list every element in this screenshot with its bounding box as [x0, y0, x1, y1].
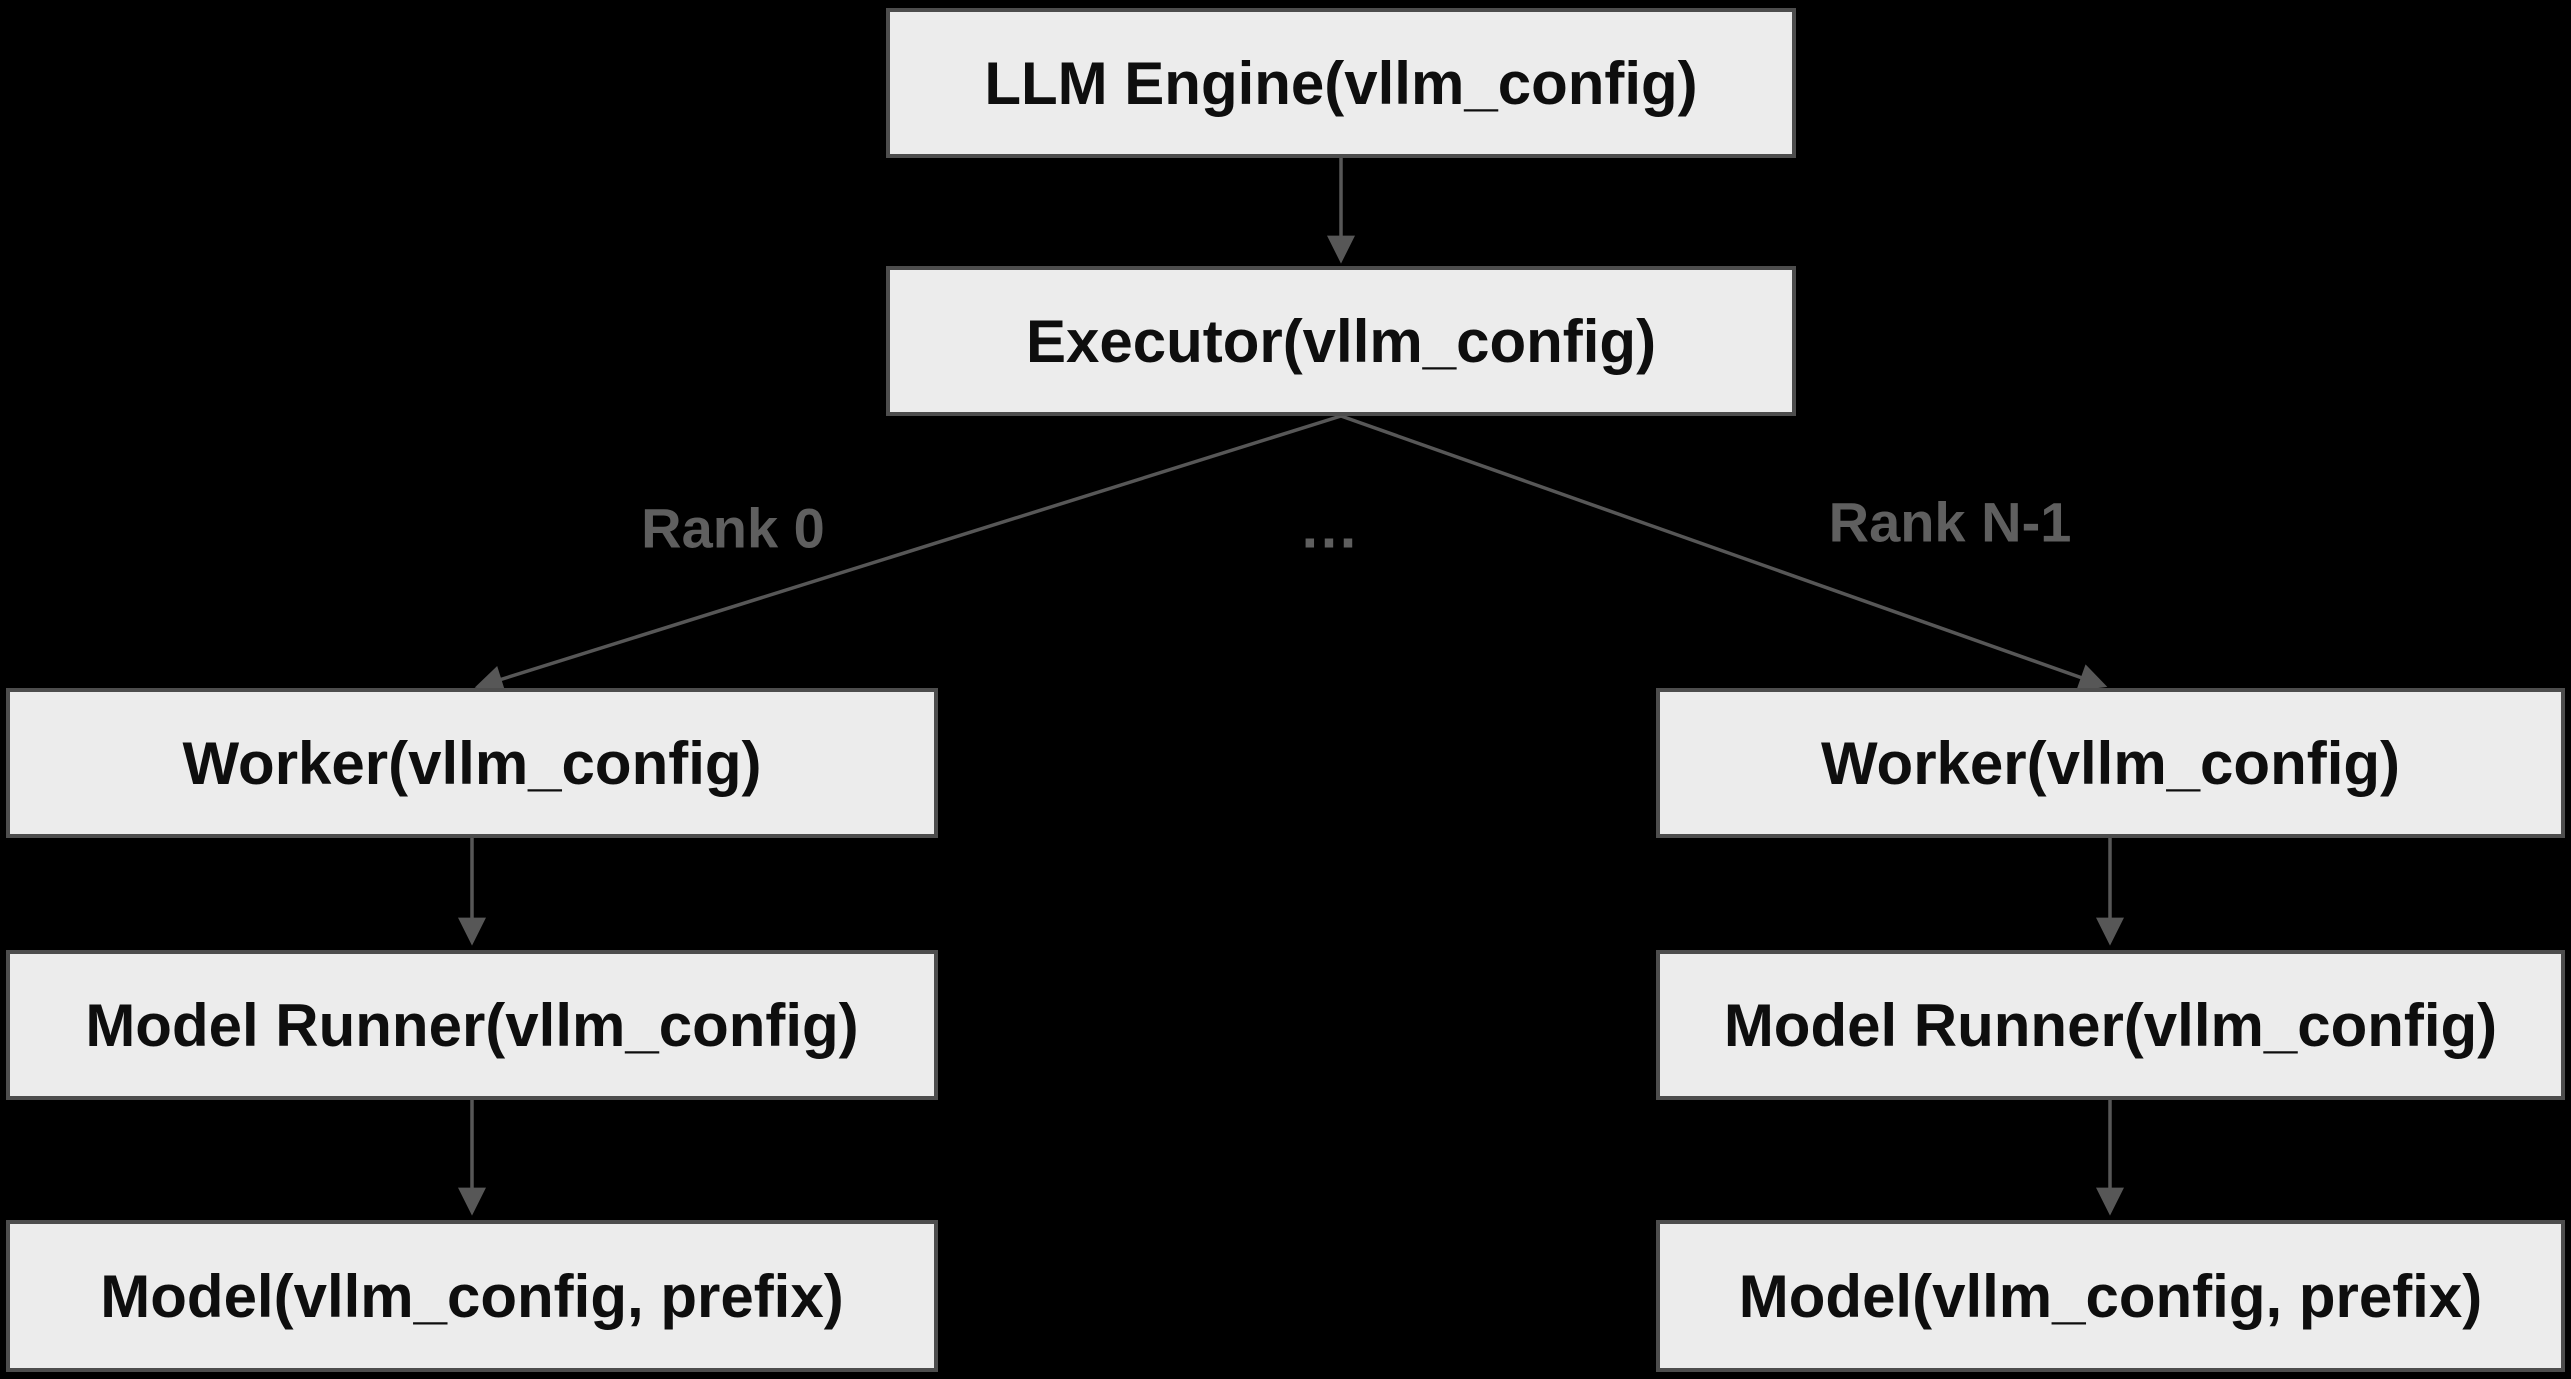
node-model-runner-right: Model Runner(vllm_config): [1656, 950, 2565, 1100]
edge-label-rank-0: Rank 0: [641, 496, 825, 560]
edge-executor-to-worker-left: [474, 414, 1342, 693]
node-llm-engine: LLM Engine(vllm_config): [886, 8, 1796, 158]
edge-executor-to-worker-right: [1340, 414, 2108, 691]
node-model-left: Model(vllm_config, prefix): [6, 1220, 938, 1372]
node-worker-left: Worker(vllm_config): [6, 688, 938, 838]
node-model-right: Model(vllm_config, prefix): [1656, 1220, 2565, 1372]
node-executor: Executor(vllm_config): [886, 266, 1796, 416]
edge-label-ellipsis: …: [1299, 493, 1361, 561]
edge-label-rank-n-1: Rank N-1: [1828, 490, 2072, 554]
node-model-runner-left: Model Runner(vllm_config): [6, 950, 938, 1100]
node-worker-right: Worker(vllm_config): [1656, 688, 2565, 838]
